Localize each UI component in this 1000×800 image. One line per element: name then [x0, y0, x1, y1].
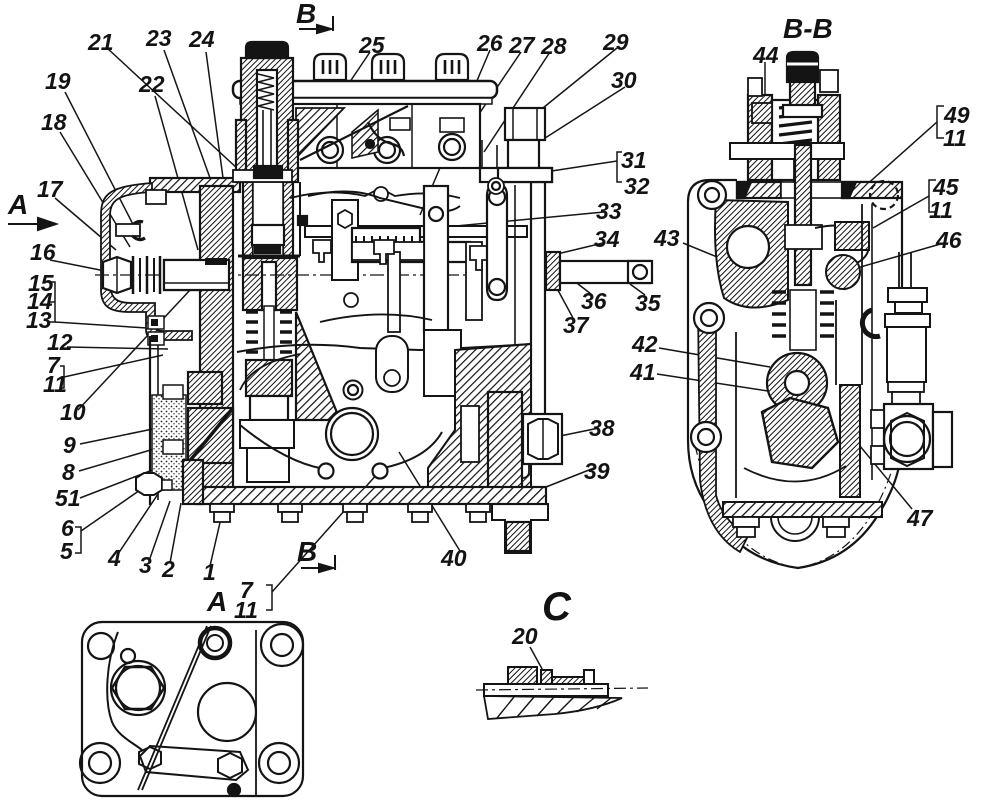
svg-text:37: 37 [563, 312, 590, 338]
svg-text:32: 32 [624, 173, 650, 199]
svg-text:27: 27 [508, 32, 536, 58]
svg-text:1: 1 [203, 559, 216, 585]
svg-text:9: 9 [63, 432, 76, 458]
svg-text:B: B [296, 0, 316, 29]
svg-text:11: 11 [929, 197, 953, 223]
svg-text:16: 16 [30, 239, 56, 265]
svg-text:40: 40 [440, 545, 467, 571]
svg-text:22: 22 [138, 71, 165, 97]
svg-text:47: 47 [906, 505, 934, 531]
svg-text:51: 51 [55, 485, 81, 511]
svg-text:C: C [542, 585, 572, 629]
svg-text:7: 7 [240, 577, 254, 603]
svg-text:18: 18 [41, 109, 67, 135]
svg-text:14: 14 [27, 288, 53, 314]
svg-text:26: 26 [476, 30, 503, 56]
svg-text:42: 42 [631, 331, 658, 357]
svg-text:6: 6 [61, 515, 74, 541]
svg-text:11: 11 [43, 371, 67, 397]
svg-text:23: 23 [145, 25, 172, 51]
svg-text:34: 34 [594, 226, 620, 252]
svg-text:10: 10 [60, 399, 86, 425]
svg-text:41: 41 [629, 359, 656, 385]
svg-text:38: 38 [589, 415, 615, 441]
svg-text:2: 2 [161, 556, 175, 582]
svg-text:5: 5 [60, 538, 74, 564]
svg-text:33: 33 [596, 198, 622, 224]
svg-text:39: 39 [584, 458, 610, 484]
svg-text:45: 45 [932, 174, 960, 200]
svg-text:24: 24 [188, 26, 215, 52]
svg-text:11: 11 [943, 125, 967, 151]
svg-text:49: 49 [943, 102, 970, 128]
svg-text:11: 11 [234, 597, 258, 623]
svg-text:46: 46 [935, 227, 962, 253]
svg-text:B: B [297, 536, 317, 567]
svg-text:17: 17 [37, 176, 64, 202]
svg-text:35: 35 [635, 290, 662, 316]
svg-text:13: 13 [26, 307, 52, 333]
svg-text:4: 4 [107, 545, 121, 571]
svg-text:3: 3 [139, 552, 152, 578]
svg-text:21: 21 [87, 29, 114, 55]
svg-text:28: 28 [540, 33, 567, 59]
svg-text:43: 43 [653, 225, 680, 251]
svg-text:20: 20 [511, 623, 538, 649]
svg-text:44: 44 [752, 42, 779, 68]
svg-text:31: 31 [621, 147, 647, 173]
svg-text:15: 15 [28, 270, 55, 296]
svg-text:36: 36 [581, 288, 607, 314]
svg-text:8: 8 [62, 459, 75, 485]
svg-text:A: A [206, 586, 227, 617]
svg-text:30: 30 [611, 67, 637, 93]
svg-text:19: 19 [45, 68, 71, 94]
svg-text:29: 29 [602, 29, 629, 55]
svg-text:A: A [7, 189, 28, 220]
svg-text:B-B: B-B [783, 13, 833, 44]
svg-text:7: 7 [47, 352, 61, 378]
svg-text:12: 12 [47, 329, 73, 355]
